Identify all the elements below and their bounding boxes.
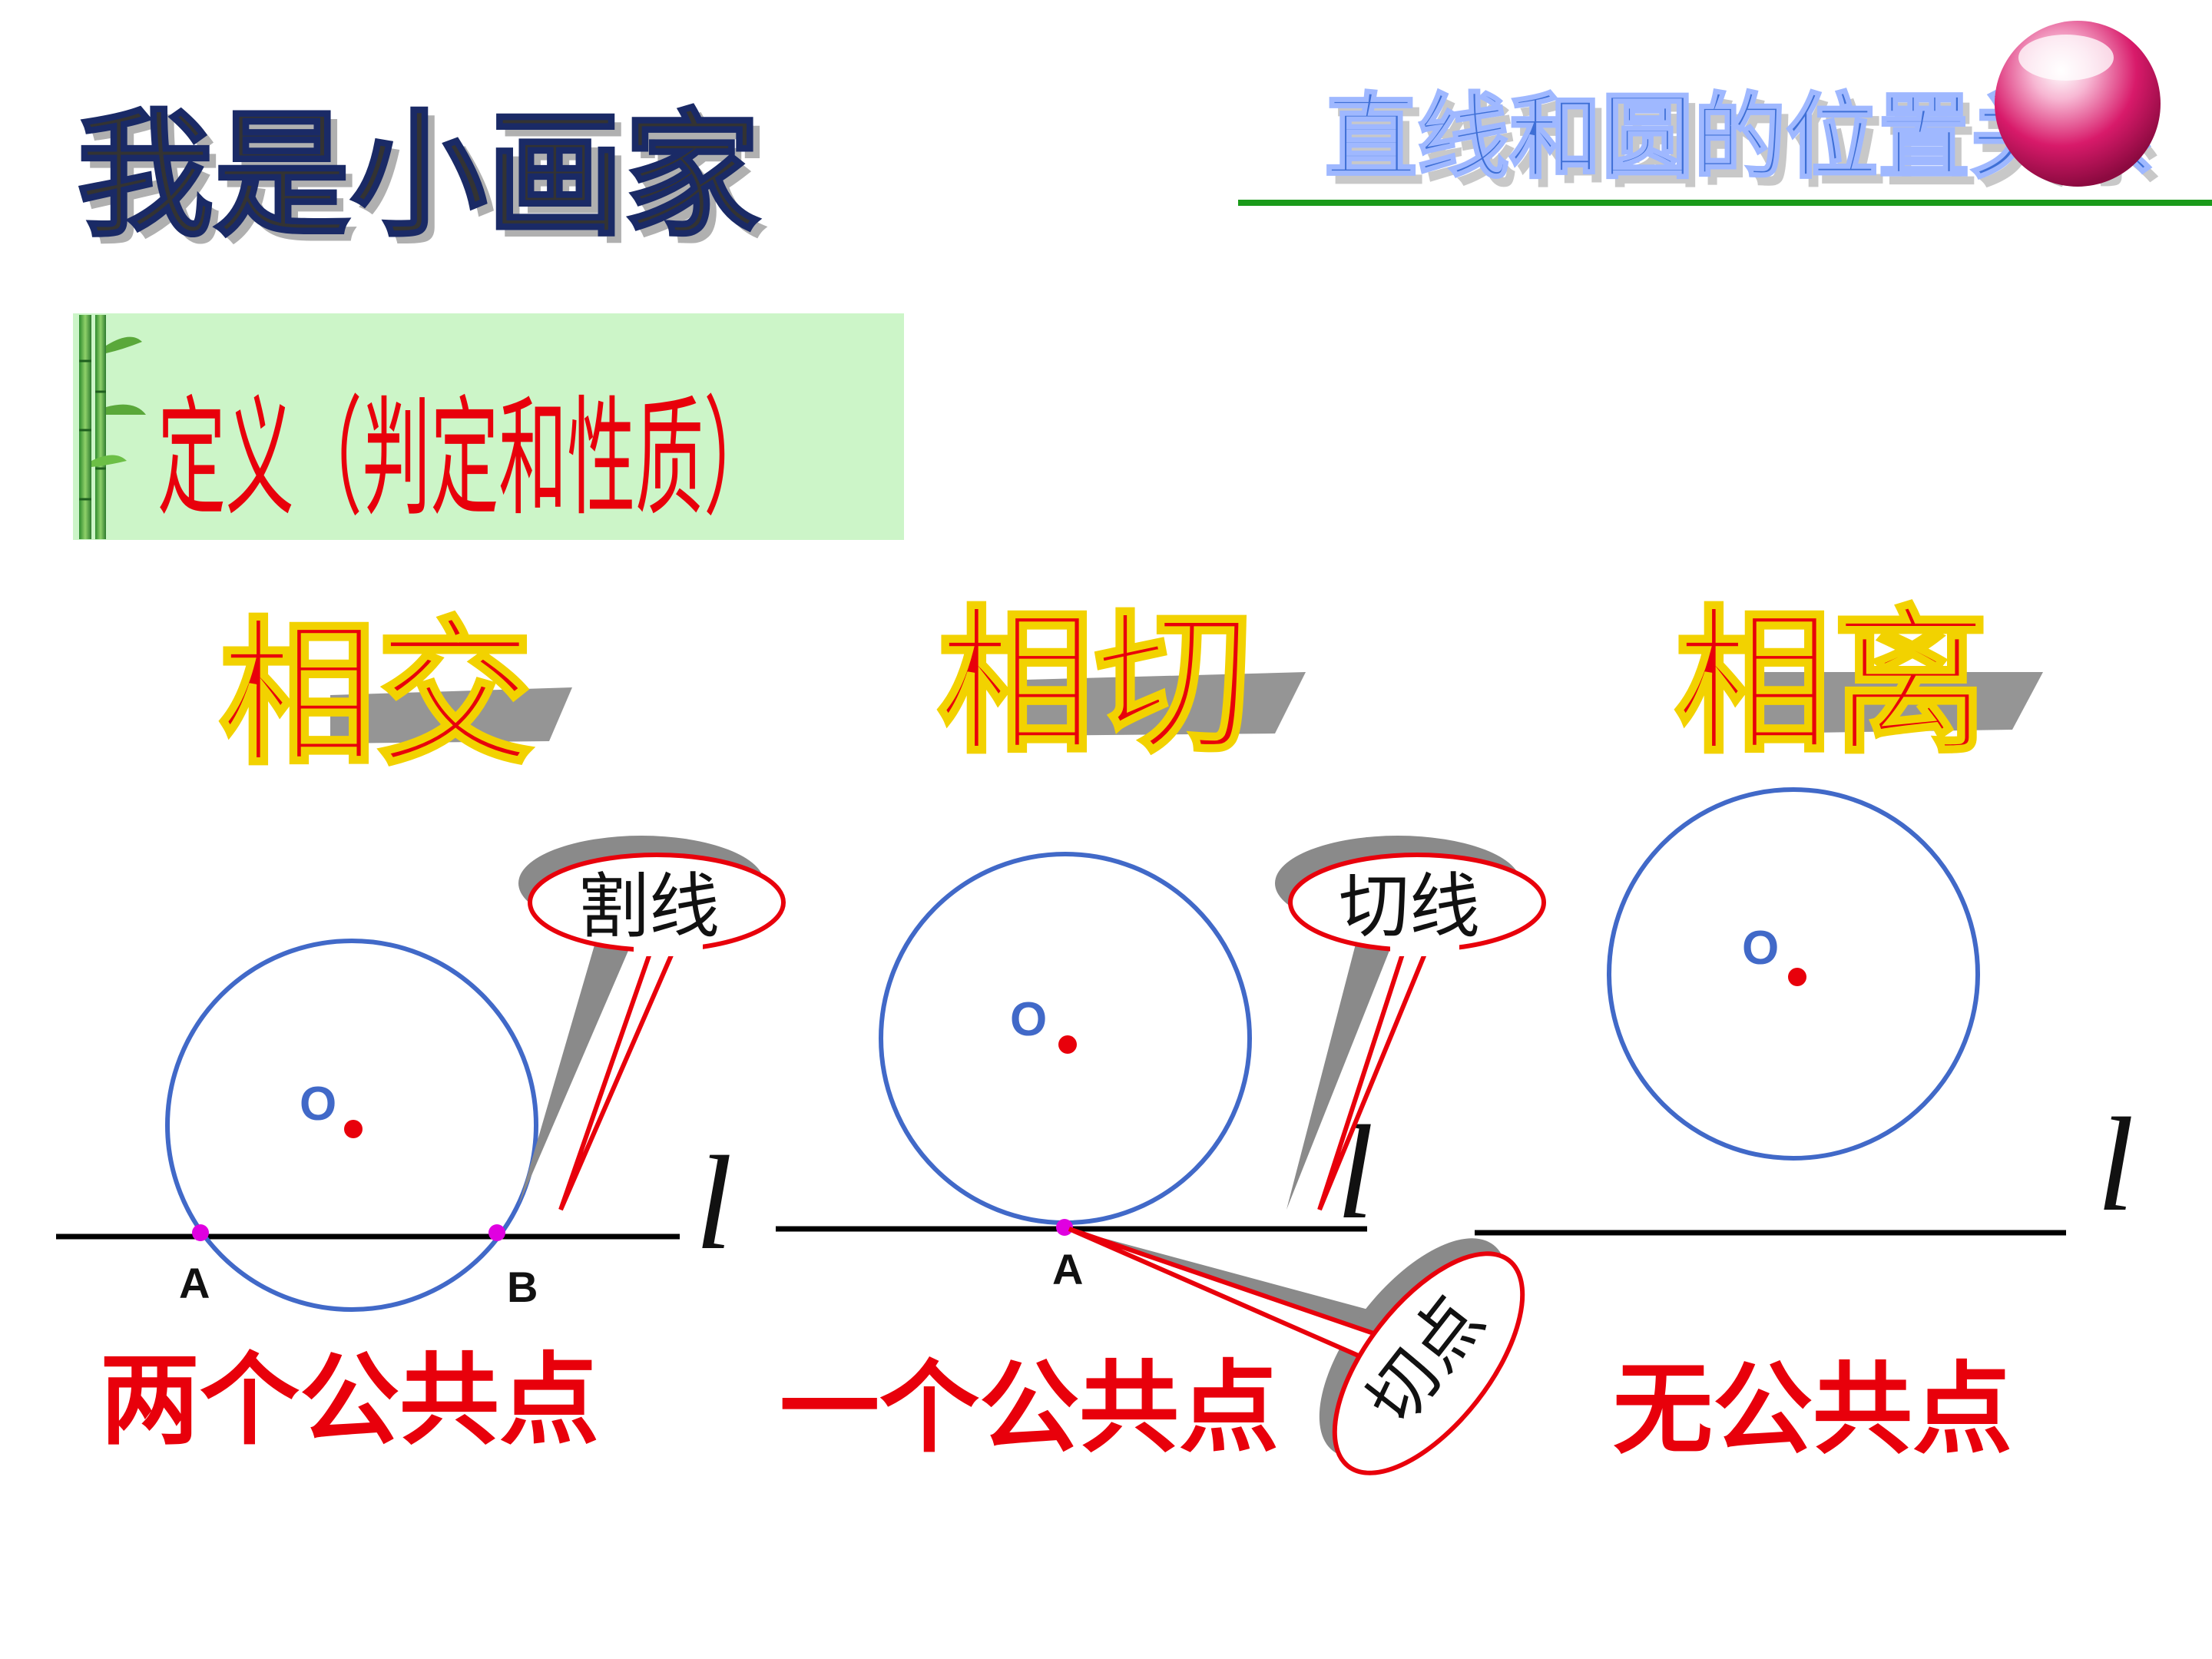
page-title: 我是小画家	[77, 96, 760, 255]
center-label: O	[1010, 993, 1047, 1046]
heading-intersect: 相交	[217, 602, 572, 788]
bamboo-icon	[79, 315, 146, 539]
line-label: l	[2097, 1090, 2134, 1239]
callout-secant: 割线	[518, 836, 786, 1211]
panel-tangent: O A l 切线 切点 一个公共点	[776, 836, 1546, 1475]
point-label-a: A	[1052, 1245, 1083, 1293]
center-dot	[1058, 1035, 1077, 1054]
heading-separate-text: 相离	[1674, 592, 1989, 775]
point-label-a: A	[179, 1259, 210, 1307]
center-label: O	[300, 1078, 336, 1131]
caption-intersect: 两个公共点	[100, 1342, 599, 1459]
center-label: O	[1742, 922, 1779, 975]
heading-intersect-text: 相交	[219, 604, 534, 786]
page-title-group: 我是小画家 我是小画家	[76, 95, 769, 263]
circle	[1607, 787, 1980, 1161]
panel-intersect: O A B l 割线 两个公共点	[56, 836, 786, 1459]
definition-text: 定义（判定和性质）	[157, 383, 772, 534]
callout-tangent-text: 切线	[1339, 866, 1480, 948]
heading-tangent-text: 相切	[937, 592, 1252, 775]
center-dot	[344, 1120, 363, 1138]
panel-separate: O l 无公共点	[1475, 787, 2134, 1468]
sphere-highlight	[2018, 35, 2114, 81]
heading-shadow	[1025, 672, 1306, 736]
heading-shadow	[330, 687, 572, 743]
callout-secant-text: 割线	[578, 866, 720, 948]
circle	[165, 939, 538, 1312]
line-label: l	[695, 1128, 733, 1277]
center-dot	[1788, 968, 1806, 986]
heading-separate: 相离	[1673, 591, 2043, 777]
definition-background	[73, 313, 904, 540]
point-dot-b	[488, 1224, 505, 1241]
header-rule	[1238, 200, 2212, 206]
caption-separate: 无公共点	[1613, 1351, 2012, 1468]
point-dot-a	[192, 1224, 209, 1241]
caption-tangent: 一个公共点	[780, 1349, 1279, 1466]
heading-tangent: 相切	[935, 591, 1306, 777]
point-dot-a	[1056, 1219, 1073, 1236]
point-label-b: B	[507, 1263, 538, 1311]
page-title-shadow: 我是小画家	[84, 104, 768, 263]
definition-box: 定义（判定和性质）	[73, 313, 904, 540]
callout-tangent-line: 切线	[1275, 836, 1546, 1211]
heading-shadow	[1759, 672, 2043, 733]
